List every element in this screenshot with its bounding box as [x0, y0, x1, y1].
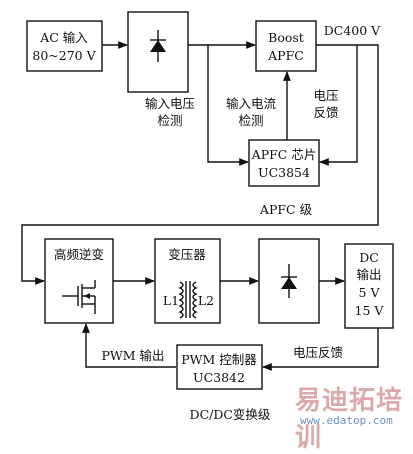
voltage-feedback-label: 电压 [313, 88, 338, 103]
dc400-label: DC400 V [324, 23, 381, 38]
dc-output-label-2: 输出 [356, 267, 381, 282]
apfc-chip-model: UC3854 [258, 165, 310, 180]
voltage-detect-label-2: 检测 [157, 113, 182, 128]
rectifier-block-1 [127, 11, 189, 93]
power-supply-block-diagram: AC 输入 80~270 V Boost APFC DC400 V 输入电压 检… [21, 11, 394, 422]
pwm-output-label: PWM 输出 [101, 348, 164, 363]
apfc-chip-label: APFC 芯片 [251, 147, 317, 162]
boost-label: Boost [268, 30, 304, 45]
dc-output-block [344, 243, 394, 329]
diode-icon [150, 30, 166, 62]
dcdc-stage-label: DC/DC变换级 [190, 407, 271, 422]
dc-output-label-1: DC [359, 250, 379, 265]
pwm-controller-model: UC3842 [193, 370, 245, 385]
voltage-detect-label: 输入电压 [145, 96, 195, 111]
watermark-url: www.edatop.com [300, 414, 393, 427]
l1-label: L1 [163, 293, 179, 308]
output-feedback-line [262, 328, 379, 371]
apfc-stage-label: APFC 级 [259, 202, 313, 217]
apfc-chip-block [248, 139, 320, 187]
ac-input-block [26, 20, 103, 72]
diode-icon [281, 264, 297, 298]
hf-inverter-label: 高频逆变 [54, 247, 104, 262]
pwm-controller-label: PWM 控制器 [181, 352, 257, 367]
current-detect-label: 输入电流 [226, 96, 277, 111]
voltage-feedback-label-2: 反馈 [313, 105, 338, 120]
apfc-label: APFC [267, 48, 304, 63]
voltage-detect-line [207, 45, 249, 166]
dc-output-5v: 5 V [359, 285, 381, 300]
transformer-label: 变压器 [168, 247, 206, 262]
ac-input-range: 80~270 V [32, 48, 96, 63]
l2-label: L2 [198, 293, 214, 308]
pwm-output-line [82, 323, 176, 368]
ac-input-label: AC 输入 [39, 30, 88, 45]
current-detect-label-2: 检测 [238, 113, 263, 128]
pwm-controller-block [176, 344, 263, 390]
dc-output-15v: 15 V [355, 303, 385, 318]
voltage-feedback-line [319, 45, 358, 166]
dc400-bus-line [21, 44, 379, 285]
boost-apfc-block [255, 20, 317, 72]
transformer-coil-icon [178, 281, 198, 319]
output-feedback-label: 电压反馈 [293, 345, 343, 360]
mosfet-icon [62, 280, 96, 314]
